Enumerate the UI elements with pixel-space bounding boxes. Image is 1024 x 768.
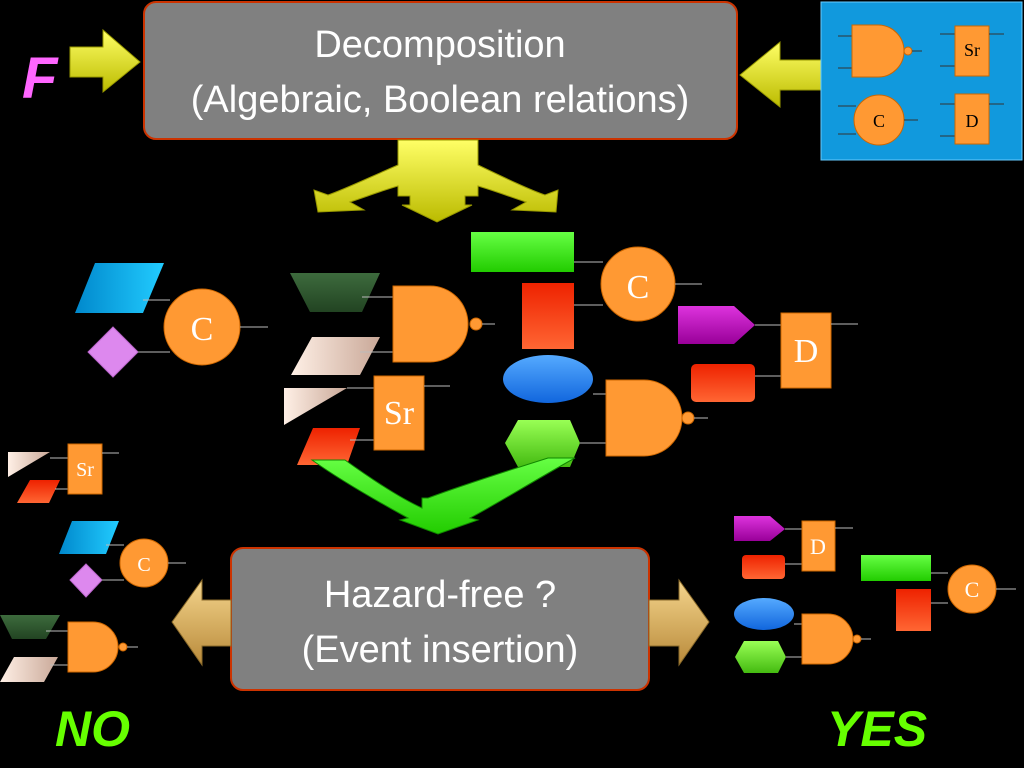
hazard-free-title: Hazard-free ?: [324, 574, 556, 616]
and-gate-icon: [838, 24, 922, 78]
converge-arrow-green: [310, 457, 576, 535]
library-sr-label: Sr: [964, 40, 980, 60]
decomposition-title: Decomposition: [314, 24, 565, 66]
candidate-circuit-center-right: C: [471, 232, 708, 467]
input-arrow: [69, 28, 141, 94]
accepted-circuit-d: D: [734, 516, 853, 579]
rejected-circuit-sr: Sr: [8, 443, 119, 503]
left-c-label: C: [191, 311, 214, 348]
library-d-label: D: [966, 111, 979, 131]
rejected-circuit-c: C: [59, 521, 186, 598]
fork-arrow-yellow: [313, 139, 559, 223]
yes-d-label: D: [810, 534, 826, 559]
decomposition-subtitle: (Algebraic, Boolean relations): [191, 79, 690, 121]
candidate-circuit-right: D: [678, 306, 858, 402]
rejected-circuit-and: [0, 615, 138, 682]
no-arrow: [171, 578, 232, 667]
candidate-circuit-left: C: [75, 263, 268, 378]
outcome-yes-label: YES: [827, 701, 927, 757]
no-c-label: C: [137, 554, 150, 576]
decomposition-box: Decomposition (Algebraic, Boolean relati…: [143, 1, 738, 140]
no-sr-label: Sr: [76, 459, 94, 481]
sr-latch-icon: Sr: [940, 25, 1004, 77]
input-label-f: F: [22, 46, 59, 111]
hazard-free-box: Hazard-free ? (Event insertion): [230, 547, 650, 691]
candidate-circuit-center-left: Sr: [284, 273, 495, 465]
center-sr-label: Sr: [384, 395, 415, 432]
yes-c-label: C: [965, 577, 980, 602]
library-arrow: [739, 40, 823, 109]
right-d-label: D: [794, 333, 819, 370]
c-element-icon: C: [838, 94, 918, 146]
library-c-label: C: [873, 111, 885, 131]
outcome-no-label: NO: [55, 701, 130, 757]
accepted-circuit-and: [734, 598, 871, 673]
accepted-circuit-c: C: [861, 555, 1016, 631]
yes-arrow: [648, 578, 710, 667]
d-latch-icon: D: [940, 93, 1004, 145]
gate-library-panel: Sr C D: [820, 1, 1023, 161]
center-c-label: C: [627, 269, 650, 306]
hazard-free-subtitle: (Event insertion): [302, 629, 579, 671]
